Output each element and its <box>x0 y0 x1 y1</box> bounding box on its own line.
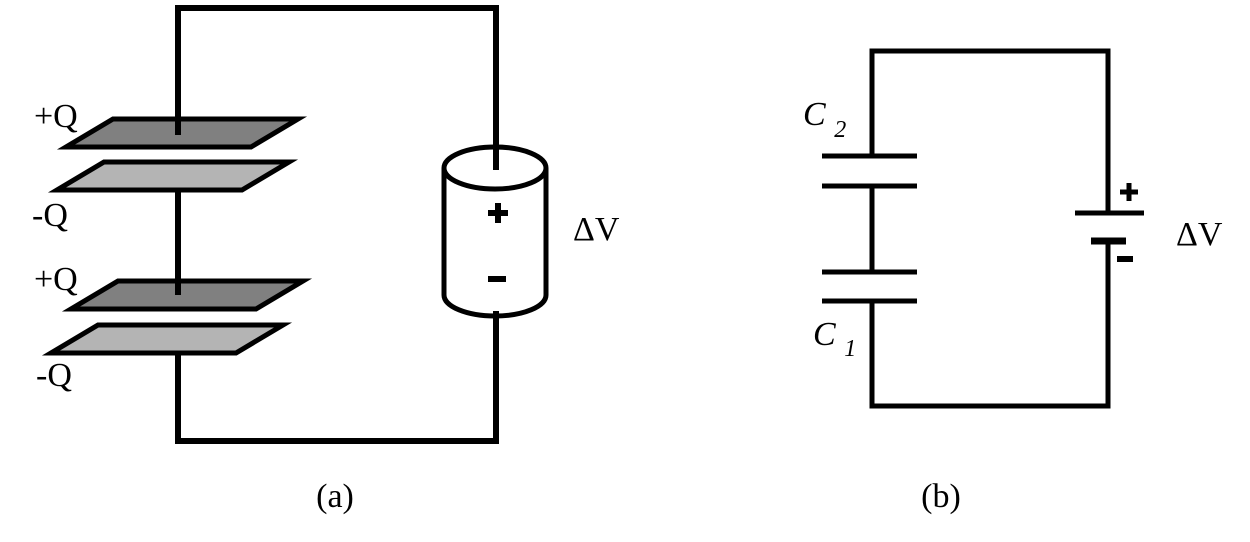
plate-positive-2 <box>61 278 313 312</box>
plate-label-cap1-negative: -Q <box>32 197 68 234</box>
diagram-a: +Q -Q +Q -Q ΔV (a) <box>32 5 620 515</box>
plate-negative-1 <box>47 159 299 193</box>
plate-positive-1 <box>56 116 308 150</box>
capacitor2-symbol: C <box>803 96 826 133</box>
plate-label-cap2-negative: -Q <box>36 357 72 394</box>
plate-label-cap2-positive: +Q <box>34 261 78 298</box>
wire-bottom-run <box>869 241 1111 409</box>
capacitor1-subscript: 1 <box>844 336 856 362</box>
battery-plus-sign <box>1120 183 1138 201</box>
caption-b: (b) <box>921 478 961 515</box>
capacitor2-subscript: 2 <box>834 117 846 143</box>
plate-label-cap1-positive: +Q <box>34 98 78 135</box>
wire-bottom-run <box>175 311 499 444</box>
capacitor1-symbol: C <box>813 316 836 353</box>
diagram-b: C 2 C 1 ΔV (b) <box>803 48 1223 515</box>
plate-negative-2 <box>41 322 293 356</box>
wire-top-run <box>175 5 499 170</box>
capacitor2-label: C 2 <box>803 96 846 143</box>
voltage-label: ΔV <box>573 211 620 248</box>
battery-plus-sign <box>488 203 508 223</box>
capacitor1-label: C 1 <box>813 316 856 362</box>
voltage-label: ΔV <box>1176 216 1223 253</box>
caption-a: (a) <box>316 478 354 515</box>
wire-top-run <box>869 48 1111 213</box>
